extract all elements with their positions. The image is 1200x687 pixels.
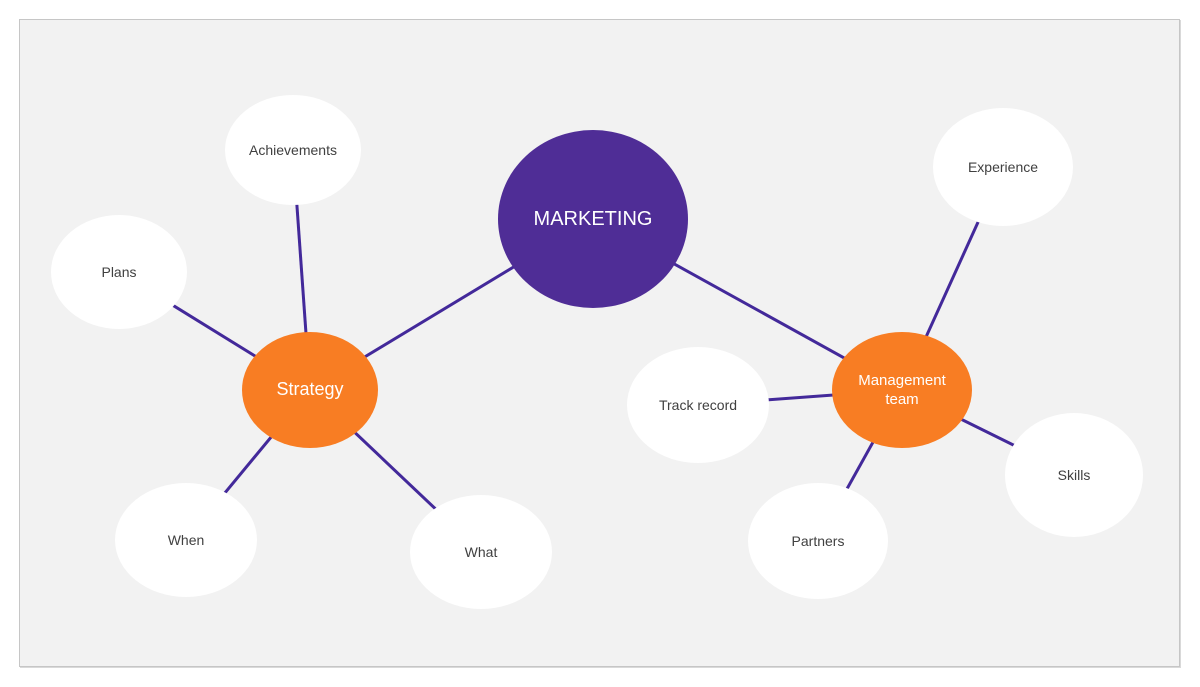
node-track-record[interactable]: Track record bbox=[627, 347, 769, 463]
node-management-team[interactable]: Management team bbox=[832, 332, 972, 448]
node-label: Experience bbox=[967, 158, 1039, 175]
node-label: Partners bbox=[791, 532, 845, 549]
node-when[interactable]: When bbox=[115, 483, 257, 597]
node-label: Management team bbox=[858, 371, 946, 409]
node-marketing[interactable]: MARKETING bbox=[498, 130, 688, 308]
node-label: Plans bbox=[101, 263, 137, 280]
node-experience[interactable]: Experience bbox=[933, 108, 1073, 226]
node-plans[interactable]: Plans bbox=[51, 215, 187, 329]
node-label: Strategy bbox=[276, 379, 344, 400]
node-strategy[interactable]: Strategy bbox=[242, 332, 378, 448]
node-label: MARKETING bbox=[533, 208, 653, 230]
node-label: Skills bbox=[1057, 466, 1091, 483]
node-label: When bbox=[167, 531, 205, 548]
node-partners[interactable]: Partners bbox=[748, 483, 888, 599]
node-what[interactable]: What bbox=[410, 495, 552, 609]
node-skills[interactable]: Skills bbox=[1005, 413, 1143, 537]
node-achievements[interactable]: Achievements bbox=[225, 95, 361, 205]
node-label: Achievements bbox=[249, 141, 337, 158]
node-label: Track record bbox=[658, 396, 738, 413]
node-label: What bbox=[464, 543, 498, 560]
